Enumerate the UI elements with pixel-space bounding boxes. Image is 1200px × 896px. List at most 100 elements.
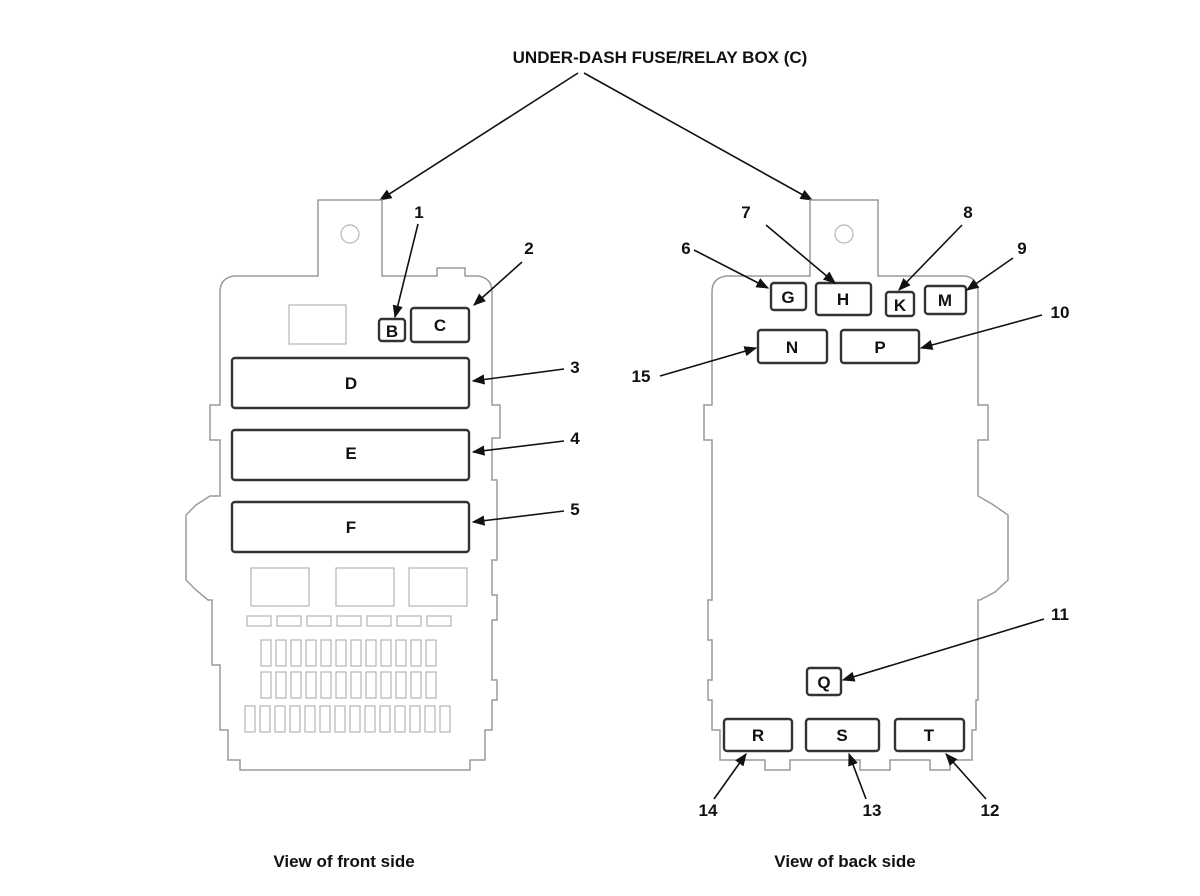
- fuse-slot: [289, 705, 301, 733]
- connector-M-label: M: [938, 291, 952, 310]
- front-housing-outline: [185, 199, 501, 771]
- fuse-slot: [439, 705, 451, 733]
- relay-slot: [335, 567, 395, 607]
- connector-C[interactable]: C: [409, 306, 471, 344]
- callout-14-leader: [713, 752, 747, 800]
- connector-N-label: N: [786, 338, 798, 357]
- callout-4-leader: [471, 440, 565, 456]
- title-pointer-back: [583, 72, 814, 201]
- fuse-slot: [366, 615, 392, 627]
- relay-slot: [250, 567, 310, 607]
- fuse-slot: [319, 705, 331, 733]
- callout-13: 13: [848, 752, 882, 820]
- connector-R[interactable]: R: [722, 717, 794, 753]
- callout-10-number: 10: [1051, 303, 1070, 322]
- fuse-slot: [350, 639, 362, 667]
- fuse-slot: [394, 705, 406, 733]
- callout-3: 3: [471, 358, 580, 385]
- front-fuse-rows: [244, 615, 452, 733]
- connector-P-label: P: [874, 338, 885, 357]
- fuse-slot: [380, 671, 392, 699]
- fuse-slot: [396, 615, 422, 627]
- fuse-slot: [410, 639, 422, 667]
- connector-D[interactable]: D: [230, 356, 471, 410]
- connector-Q-label: Q: [817, 673, 830, 692]
- fuse-slot: [290, 671, 302, 699]
- callout-2: 2: [473, 239, 534, 306]
- fuse-slot: [274, 705, 286, 733]
- callout-11-leader: [841, 618, 1045, 682]
- callout-7-leader: [765, 224, 836, 284]
- diagram-title: UNDER-DASH FUSE/RELAY BOX (C): [513, 48, 808, 67]
- callout-13-number: 13: [863, 801, 882, 820]
- front-view-caption: View of front side: [273, 852, 414, 871]
- fuse-slot: [365, 639, 377, 667]
- callout-14: 14: [699, 752, 747, 820]
- connector-C-label: C: [434, 316, 446, 335]
- connector-F[interactable]: F: [230, 500, 471, 554]
- callout-15: 15: [632, 346, 758, 386]
- front-relay-slots: [250, 567, 468, 607]
- callout-11-number: 11: [1051, 605, 1069, 624]
- fuse-slot: [335, 639, 347, 667]
- fuse-slot: [395, 671, 407, 699]
- fuse-slot: [409, 705, 421, 733]
- connector-E[interactable]: E: [230, 428, 471, 482]
- fuse-slot: [335, 671, 347, 699]
- callout-9: 9: [965, 239, 1027, 291]
- fuse-slot: [349, 705, 361, 733]
- connector-P[interactable]: P: [839, 328, 921, 365]
- callout-8-number: 8: [963, 203, 972, 222]
- fuse-slot: [320, 639, 332, 667]
- connector-T[interactable]: T: [893, 717, 966, 753]
- fuse-slot: [364, 705, 376, 733]
- fuse-slot: [425, 671, 437, 699]
- fuse-slot: [260, 639, 272, 667]
- connector-H[interactable]: H: [814, 281, 873, 317]
- callout-10-leader: [919, 314, 1043, 350]
- connector-M[interactable]: M: [923, 284, 968, 316]
- fuse-slot: [379, 705, 391, 733]
- callout-3-leader: [471, 368, 565, 385]
- fuse-slot: [334, 705, 346, 733]
- connector-N[interactable]: N: [756, 328, 829, 365]
- callout-9-number: 9: [1017, 239, 1026, 258]
- callout-1-leader: [392, 223, 419, 319]
- connector-K[interactable]: K: [884, 290, 916, 318]
- callout-12-leader: [945, 753, 987, 800]
- fuse-slot: [275, 639, 287, 667]
- callout-5-number: 5: [570, 500, 579, 519]
- back-mount-hole: [834, 224, 854, 244]
- callout-14-number: 14: [699, 801, 718, 820]
- connector-B[interactable]: B: [377, 317, 407, 343]
- fuse-slot: [395, 639, 407, 667]
- fuse-slot: [275, 671, 287, 699]
- callout-15-number: 15: [632, 367, 651, 386]
- callout-4-number: 4: [570, 429, 580, 448]
- fuse-slot: [290, 639, 302, 667]
- connector-G-label: G: [781, 288, 794, 307]
- connector-Q[interactable]: Q: [805, 666, 843, 697]
- callout-9-leader: [965, 257, 1014, 291]
- front-window: [288, 304, 347, 345]
- title-pointer-front: [378, 72, 579, 201]
- connector-F-label: F: [346, 518, 356, 537]
- callout-6-number: 6: [681, 239, 690, 258]
- callout-2-leader: [473, 261, 523, 306]
- connector-E-label: E: [345, 444, 356, 463]
- fuse-slot: [320, 671, 332, 699]
- fuse-slot: [305, 671, 317, 699]
- connector-S[interactable]: S: [804, 717, 881, 753]
- callout-4: 4: [471, 429, 580, 456]
- front-view: B C D E F 1 2 3 4: [185, 199, 580, 871]
- fuse-slot: [259, 705, 271, 733]
- connector-T-label: T: [924, 726, 935, 745]
- callout-11: 11: [841, 605, 1069, 682]
- connector-G[interactable]: G: [769, 281, 808, 312]
- fuse-slot: [426, 615, 452, 627]
- callout-1-number: 1: [414, 203, 423, 222]
- callout-1: 1: [392, 203, 424, 319]
- fuse-slot: [246, 615, 272, 627]
- fuse-slot: [350, 671, 362, 699]
- fuse-slot: [306, 615, 332, 627]
